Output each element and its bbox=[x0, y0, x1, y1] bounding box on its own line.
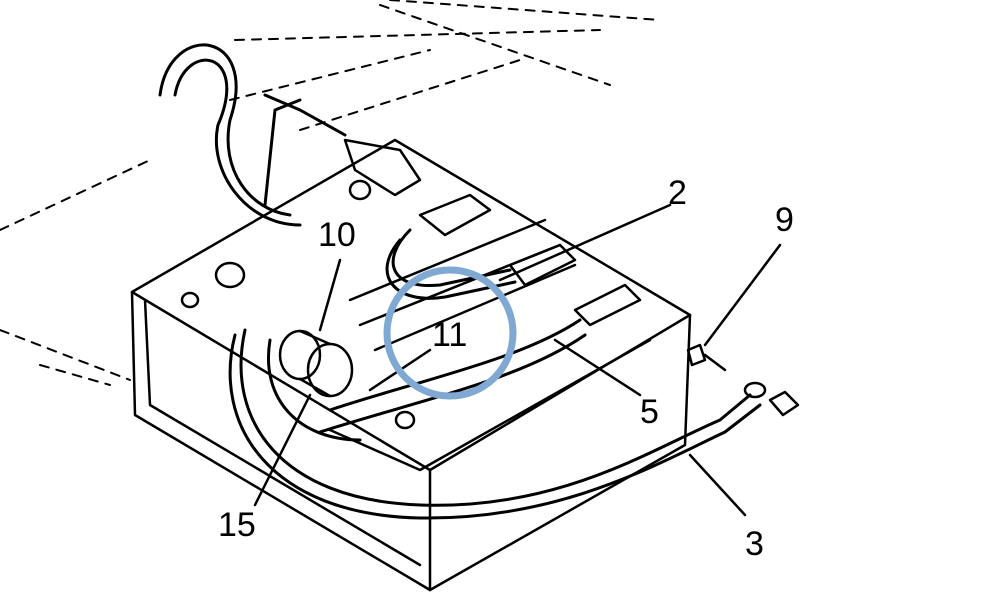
battery-terminals bbox=[180, 138, 642, 430]
leader-lines bbox=[253, 203, 782, 517]
callout-9: 9 bbox=[775, 201, 794, 239]
cables bbox=[158, 43, 762, 520]
callout-11: 11 bbox=[432, 316, 468, 354]
highlight-circle bbox=[383, 266, 517, 400]
callout-3: 3 bbox=[745, 525, 764, 563]
callout-5: 5 bbox=[640, 393, 659, 431]
callout-15: 15 bbox=[218, 506, 256, 544]
callout-10: 10 bbox=[318, 216, 356, 254]
callout-2: 2 bbox=[668, 174, 687, 212]
battery-case bbox=[130, 138, 692, 592]
relay-15 bbox=[278, 329, 354, 398]
bolt-9 bbox=[686, 343, 800, 417]
dashed-outlines bbox=[0, 0, 661, 386]
